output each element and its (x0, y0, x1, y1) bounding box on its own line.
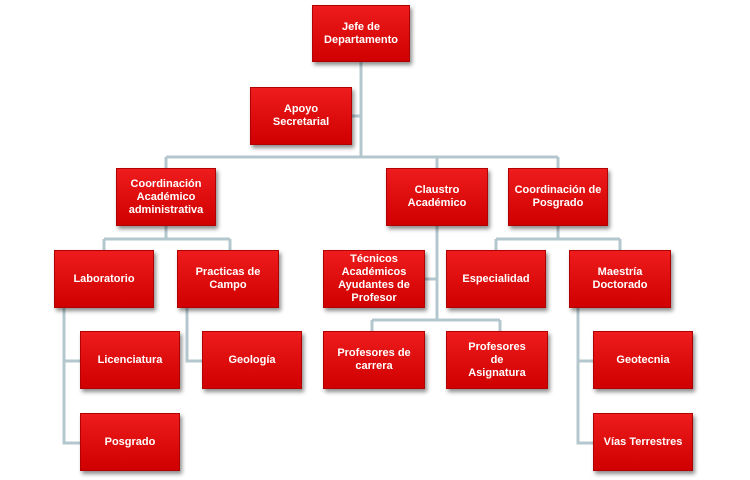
node-claustro: Claustro Académico (386, 168, 488, 226)
node-geotecnia: Geotecnia (593, 331, 693, 389)
node-laboratorio: Laboratorio (54, 250, 154, 308)
node-prof-carrera: Profesores de carrera (323, 331, 425, 389)
node-prof-asignatura: Profesores de Asignatura (446, 331, 548, 389)
node-licenciatura: Licenciatura (80, 331, 180, 389)
node-geologia: Geología (202, 331, 302, 389)
node-practicas: Practicas de Campo (177, 250, 279, 308)
node-coord-posgrado: Coordinación de Posgrado (508, 168, 608, 226)
node-maestria: Maestría Doctorado (569, 250, 671, 308)
node-coord-acad: Coordinación Académico administrativa (116, 168, 216, 226)
node-tecnicos: Técnicos Académicos Ayudantes de Profeso… (323, 250, 425, 308)
node-especialidad: Especialidad (446, 250, 546, 308)
connector-maestria-trunk (576, 308, 593, 445)
connector-lab-trunk (62, 308, 80, 445)
node-apoyo: Apoyo Secretarial (250, 87, 352, 145)
connector-geologia (185, 308, 202, 363)
node-posgrado: Posgrado (80, 413, 180, 471)
node-vias: Vías Terrestres (593, 413, 693, 471)
node-jefe: Jefe de Departamento (312, 5, 410, 62)
